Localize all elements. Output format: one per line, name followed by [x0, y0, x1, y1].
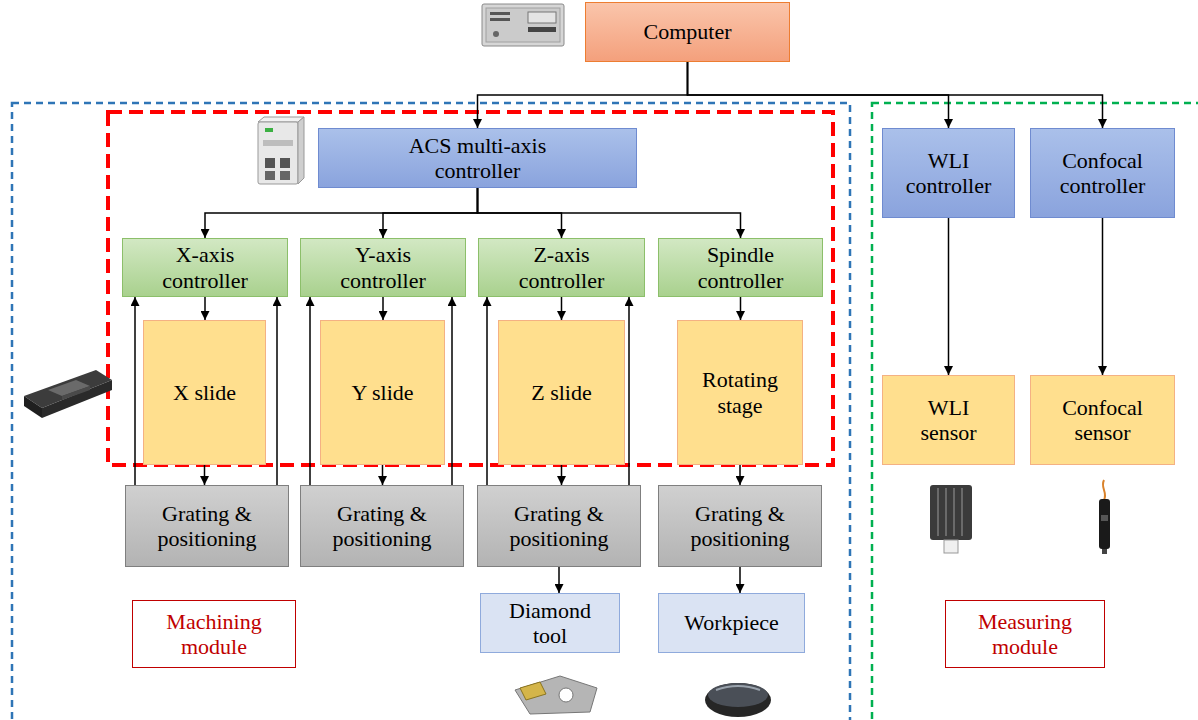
box-label: Confocal sensor [1053, 395, 1153, 446]
connector-arrow [739, 567, 741, 593]
box-label: Diamond tool [500, 598, 600, 649]
slide-box: X slide [143, 320, 266, 465]
box-label: WLI controller [894, 148, 1004, 199]
confocal-sensor-image [1099, 480, 1110, 554]
connector-arrow [134, 297, 136, 485]
box-label: Z-axis controller [497, 242, 627, 293]
box-label: X-axis controller [140, 242, 270, 293]
connector-arrow [1102, 218, 1104, 375]
box-label: Grating & positioning [675, 501, 805, 552]
connector-arrow [948, 218, 950, 375]
axis-controller-box: Z-axis controller [478, 238, 645, 297]
connector-arrow [558, 567, 560, 593]
box-label: Workpiece [684, 610, 779, 635]
connector-arrow [561, 465, 563, 485]
control-region [108, 112, 833, 465]
box-label: Measuring module [960, 609, 1090, 660]
module-label: Measuring module [945, 600, 1105, 668]
connector-arrow [204, 297, 206, 320]
box-label: X slide [173, 380, 236, 405]
controller-box: Confocal controller [1030, 128, 1175, 218]
computer-icon [482, 4, 564, 46]
measuring-region [872, 103, 1198, 720]
box-label: ACS multi-axis controller [378, 133, 578, 184]
sensor-box: WLI sensor [882, 375, 1015, 465]
sensor-box: Confocal sensor [1030, 375, 1175, 465]
workpiece-image [705, 683, 771, 717]
connector-arrow [383, 188, 478, 238]
connector-arrow [486, 297, 488, 485]
box-label: Grating & positioning [494, 501, 624, 552]
box-label: Spindle controller [671, 242, 811, 293]
stage-box: Rotating stage [677, 320, 803, 465]
box-label: Y slide [351, 380, 413, 405]
wli-sensor-image [930, 485, 972, 553]
connector-arrow [276, 297, 278, 485]
tool-box: Diamond tool [480, 593, 620, 653]
box-label: Machining module [149, 609, 279, 660]
connector-arrow [628, 297, 630, 485]
encoder-box: Grating & positioning [300, 485, 464, 567]
workpiece-box: Workpiece [658, 593, 805, 653]
connector-arrow [309, 297, 311, 485]
box-label: Z slide [531, 380, 592, 405]
connector-arrow [478, 188, 741, 238]
axis-controller-box: Spindle controller [658, 238, 823, 297]
slide-box: Y slide [320, 320, 445, 465]
box-label: Rotating stage [690, 367, 790, 418]
connector-arrow [382, 465, 384, 485]
slide-box: Z slide [498, 320, 625, 465]
encoder-box: Grating & positioning [125, 485, 289, 567]
connector-arrow [204, 465, 206, 485]
connector-arrow [205, 188, 478, 238]
box-label: Y-axis controller [318, 242, 448, 293]
connector-arrow [688, 62, 1103, 128]
box-label: Computer [644, 19, 732, 44]
connector-arrow [451, 297, 453, 485]
axis-controller-box: X-axis controller [122, 238, 288, 297]
connector-arrow [740, 297, 742, 320]
module-label: Machining module [132, 600, 296, 668]
connector-arrow [478, 62, 688, 128]
encoder-box: Grating & positioning [477, 485, 641, 567]
controller-box: ACS multi-axis controller [318, 128, 637, 188]
linear-stage-image [24, 370, 112, 418]
box-label: WLI sensor [901, 395, 996, 446]
computer-box: Computer [585, 2, 790, 62]
axis-controller-box: Y-axis controller [300, 238, 466, 297]
connector-arrow [382, 297, 384, 320]
controller-box: WLI controller [882, 128, 1015, 218]
box-label: Confocal controller [1048, 148, 1158, 199]
encoder-box: Grating & positioning [658, 485, 822, 567]
diamond-tool-image [515, 676, 597, 714]
box-label: Grating & positioning [317, 501, 447, 552]
box-label: Grating & positioning [142, 501, 272, 552]
connector-arrow [561, 297, 563, 320]
connector-arrow [739, 465, 741, 485]
controller-icon [258, 117, 304, 184]
machining-region [12, 103, 850, 720]
